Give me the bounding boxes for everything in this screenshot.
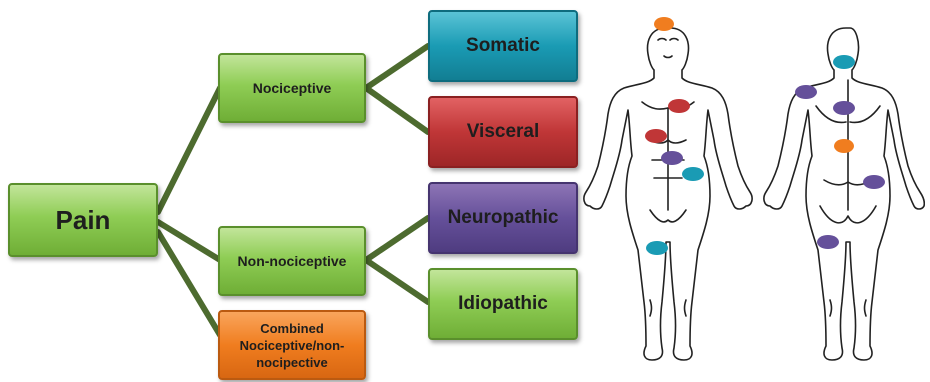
visceral-label: Visceral <box>467 121 540 143</box>
back-body-outline <box>764 28 924 360</box>
marker-abdomen-purple <box>661 151 683 165</box>
non-nociceptive-label: Non-nociceptive <box>238 253 347 269</box>
marker-knee-teal <box>646 241 668 255</box>
somatic-box: Somatic <box>428 10 578 82</box>
somatic-label: Somatic <box>466 35 540 57</box>
marker-head-orange <box>654 17 674 31</box>
marker-abdomen-red <box>645 129 667 143</box>
visceral-box: Visceral <box>428 96 578 168</box>
marker-hip-teal <box>682 167 704 181</box>
idiopathic-label: Idiopathic <box>458 293 548 315</box>
neuropathic-box: Neuropathic <box>428 182 578 254</box>
combined-label: Combined Nociceptive/non-nocipective <box>226 320 358 371</box>
idiopathic-box: Idiopathic <box>428 268 578 340</box>
connector-nociceptive-visceral <box>366 88 428 132</box>
marker-neck-teal <box>833 55 855 69</box>
connector-pain-nociceptive <box>158 88 220 212</box>
connector-non-nociceptive-neuropathic <box>366 218 428 260</box>
connector-nociceptive-somatic <box>366 46 428 88</box>
marker-buttock-purple <box>863 175 885 189</box>
marker-calf-purple <box>817 235 839 249</box>
combined-box: Combined Nociceptive/non-nocipective <box>218 310 366 380</box>
connector-non-nociceptive-idiopathic <box>366 260 428 302</box>
marker-shoulder-purple <box>795 85 817 99</box>
nociceptive-box: Nociceptive <box>218 53 366 123</box>
pain-label: Pain <box>56 205 111 236</box>
body-figures <box>580 10 925 380</box>
marker-upper-back-purple <box>833 101 855 115</box>
connector-pain-combined <box>158 232 220 335</box>
pain-box: Pain <box>8 183 158 257</box>
marker-lower-back-orange <box>834 139 854 153</box>
connector-pain-non-nociceptive <box>158 222 220 260</box>
marker-chest-red <box>668 99 690 113</box>
non-nociceptive-box: Non-nociceptive <box>218 226 366 296</box>
front-markers <box>645 17 704 255</box>
nociceptive-label: Nociceptive <box>253 80 332 96</box>
neuropathic-label: Neuropathic <box>448 207 559 229</box>
